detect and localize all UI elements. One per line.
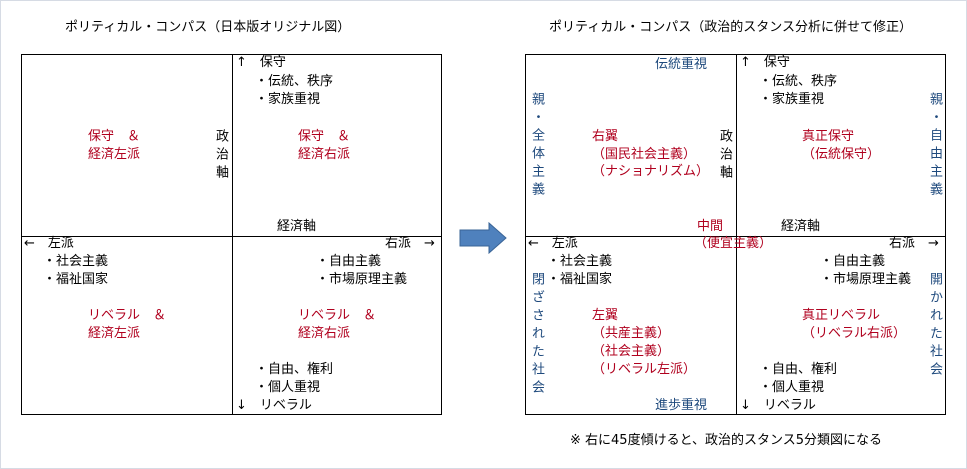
right-item: ・市場原理主義 xyxy=(820,272,912,287)
left-title: ポリティカル・コンパス（日本版オリジナル図） xyxy=(65,20,351,35)
political-axis-label: 政治軸 xyxy=(213,129,228,183)
quadrant-top-right: 保守 ＆ xyxy=(298,129,351,144)
left-item: ・社会主義 xyxy=(43,254,109,269)
quadrant-bottom-left: リベラル ＆ xyxy=(88,308,167,323)
top-item: ・伝統、秩序 xyxy=(255,74,334,89)
left-compass xyxy=(21,54,442,415)
quadrant-bottom-right: （リベラル右派） xyxy=(802,326,907,341)
top-item: ・伝統、秩序 xyxy=(759,74,838,89)
left-item: ・社会主義 xyxy=(547,254,613,269)
bottom-item: ・個人重視 xyxy=(255,380,321,395)
bottom-item: ・個人重視 xyxy=(759,380,825,395)
center-label: 中間 xyxy=(697,219,724,234)
right-item: ・市場原理主義 xyxy=(316,272,408,287)
left-label: ← 左派 xyxy=(528,236,578,251)
pro-liberal-label: 親・自由主義 xyxy=(927,92,942,200)
right-item: ・自由主義 xyxy=(820,254,886,269)
quadrant-top-left: 右翼 xyxy=(592,129,619,144)
open-society-label: 開かれた社会 xyxy=(927,272,942,380)
left-label: ← 左派 xyxy=(24,236,74,251)
tradition-label: 伝統重視 xyxy=(655,57,708,72)
top-item: ・家族重視 xyxy=(759,92,825,107)
horizontal-axis-line xyxy=(22,236,441,237)
right-arrow-icon xyxy=(459,222,507,254)
horizontal-axis-line xyxy=(526,236,945,237)
quadrant-top-left: 経済左派 xyxy=(88,147,141,162)
quadrant-bottom-right: 真正リベラル xyxy=(802,308,881,323)
quadrant-bottom-left: （社会主義） xyxy=(592,344,671,359)
bottom-label: ↓ リベラル xyxy=(236,398,312,413)
political-axis-label: 政治軸 xyxy=(717,129,732,183)
quadrant-top-right: （伝統保守） xyxy=(802,147,881,162)
quadrant-top-left: （ナショナリズム） xyxy=(592,164,710,179)
quadrant-bottom-left: （共産主義） xyxy=(592,326,671,341)
quadrant-top-right: 経済右派 xyxy=(298,147,351,162)
closed-society-label: 閉ざされた社会 xyxy=(529,272,544,398)
vertical-axis-line xyxy=(232,55,233,414)
bottom-label: ↓ リベラル xyxy=(740,398,816,413)
economic-axis-label: 経済軸 xyxy=(781,219,821,234)
bottom-item: ・自由、権利 xyxy=(759,362,838,377)
footnote: ※ 右に45度傾けると、政治的スタンス5分類図になる xyxy=(570,433,883,448)
quadrant-top-left: （国民社会主義） xyxy=(592,147,697,162)
opportunism-label: （便宜主義） xyxy=(694,236,773,251)
pro-totalitarian-label: 親・全体主義 xyxy=(529,92,544,200)
top-label: ↑ 保守 xyxy=(740,55,790,70)
left-item: ・福祉国家 xyxy=(43,272,109,287)
quadrant-bottom-left: 経済左派 xyxy=(88,326,141,341)
right-title: ポリティカル・コンパス（政治的スタンス分析に併せて修正） xyxy=(549,20,912,35)
economic-axis-label: 経済軸 xyxy=(277,219,317,234)
quadrant-bottom-right: リベラル ＆ xyxy=(298,308,377,323)
right-compass xyxy=(525,54,946,415)
progress-label: 進歩重視 xyxy=(655,398,708,413)
right-label: 右派 → xyxy=(889,236,939,251)
left-item: ・福祉国家 xyxy=(547,272,613,287)
right-item: ・自由主義 xyxy=(316,254,382,269)
bottom-item: ・自由、権利 xyxy=(255,362,334,377)
quadrant-bottom-left: 左翼 xyxy=(592,308,619,323)
top-label: ↑ 保守 xyxy=(236,55,286,70)
quadrant-bottom-right: 経済右派 xyxy=(298,326,351,341)
right-label: 右派 → xyxy=(385,236,435,251)
quadrant-top-right: 真正保守 xyxy=(802,129,855,144)
top-item: ・家族重視 xyxy=(255,92,321,107)
quadrant-top-left: 保守 ＆ xyxy=(88,129,141,144)
quadrant-bottom-left: （リベラル左派） xyxy=(592,362,697,377)
vertical-axis-line xyxy=(736,55,737,414)
